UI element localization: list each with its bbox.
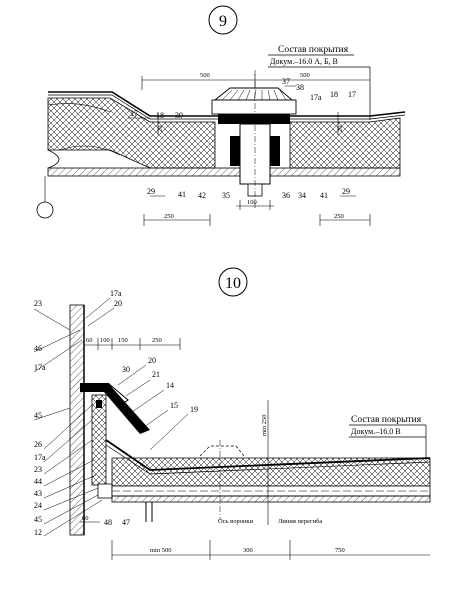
callout-label: 44: [34, 477, 42, 486]
detail-10-number-circle: [218, 267, 248, 297]
detail-9-section-marker: [36, 201, 54, 219]
callout-label: 35: [222, 191, 230, 200]
callout-label: 42: [198, 191, 206, 200]
detail-9-number: 9: [219, 13, 227, 30]
callout-label: 12: [34, 528, 42, 537]
callout-label: 17а: [34, 453, 46, 462]
detail-9-dim-bottom-left: 250: [164, 213, 174, 220]
dim-750: 750: [335, 547, 345, 554]
detail-9-composition-title: Состав покрытия: [278, 45, 349, 55]
detail-10: 10 Ось воронки Линия перегиба Состав пок…: [33, 267, 431, 560]
detail-9-dim-center: 100: [247, 199, 257, 206]
callout-label: 17а: [34, 363, 46, 372]
callout-label: 45: [34, 515, 42, 524]
detail-9-number-circle: [208, 5, 238, 35]
callout-label: 38: [296, 83, 304, 92]
detail-9-dim-bottom-right: 250: [334, 213, 344, 220]
detail-9-dim-v-right: 20: [337, 126, 344, 133]
callout-label: 20: [114, 299, 122, 308]
detail-10-composition-title: Состав покрытия: [351, 415, 422, 425]
callout-label: 21: [152, 370, 160, 379]
detail-10-composition-doc: Докум.–16.0 В: [351, 427, 401, 436]
detail-9: 9 Состав покрытия Докум.–16.0 А, Б, В 50…: [36, 5, 406, 226]
dim-150: 150: [118, 337, 128, 344]
callout-label: 47: [122, 518, 130, 527]
callout-label: 14: [166, 381, 174, 390]
dim-min-500: min 500: [150, 547, 172, 554]
callout-label: 39: [175, 111, 183, 120]
callout-label: 46: [34, 344, 42, 353]
funnel-axis-label: Ось воронки: [218, 518, 254, 525]
callout-label: 29: [147, 187, 155, 196]
dim-60-bottom: 60: [82, 515, 89, 522]
dim-300: 300: [243, 547, 253, 554]
callout-label: 30: [122, 365, 130, 374]
callout-label: 19: [190, 405, 198, 414]
detail-9-dim-top-right: 500: [300, 72, 310, 79]
callout-label: 20: [148, 356, 156, 365]
detail-9-dim-v-left: 20: [157, 126, 164, 133]
callout-label: 23: [34, 465, 42, 474]
callout-label: 15: [170, 401, 178, 410]
callout-label: 29: [342, 187, 350, 196]
detail-9-dim-top-left: 500: [200, 72, 210, 79]
bend-line-label: Линия перегиба: [278, 518, 322, 525]
callout-label: 45: [34, 411, 42, 420]
dim-250: 250: [152, 337, 162, 344]
callout-label: 26: [34, 440, 42, 449]
callout-label: 36: [282, 191, 290, 200]
detail-10-number: 10: [225, 275, 241, 292]
callout-label: 18: [156, 111, 164, 120]
callout-label: 48: [104, 518, 112, 527]
dim-60-top: 60: [86, 337, 93, 344]
callout-label: 17а: [110, 289, 122, 298]
callout-label: 17: [130, 109, 138, 118]
dim-min-250: min 250: [261, 415, 268, 437]
callout-label: 41: [320, 191, 328, 200]
dim-100: 100: [100, 337, 110, 344]
callout-label: 17: [348, 90, 356, 99]
callout-label: 17а: [310, 93, 322, 102]
callout-label: 37: [282, 77, 290, 86]
callout-label: 41: [178, 190, 186, 199]
callout-label: 24: [34, 501, 42, 510]
callout-label: 23: [34, 299, 42, 308]
detail-10-mid-callouts: 20 30 21 14 15 19: [117, 356, 198, 451]
detail-9-callouts: 17 18 39 37 38 17а 18 17 29 41 42 35 36 …: [128, 77, 356, 200]
callout-label: 34: [298, 191, 306, 200]
callout-label: 43: [34, 489, 42, 498]
detail-9-composition-doc: Докум.–16.0 А, Б, В: [270, 57, 338, 66]
detail-10-left-callouts: 23 46 17а 45 26 17а 23 44 43 24 45 12: [33, 299, 103, 537]
callout-label: 18: [330, 90, 338, 99]
detail-10-top-callouts: 17а 20: [85, 289, 122, 327]
